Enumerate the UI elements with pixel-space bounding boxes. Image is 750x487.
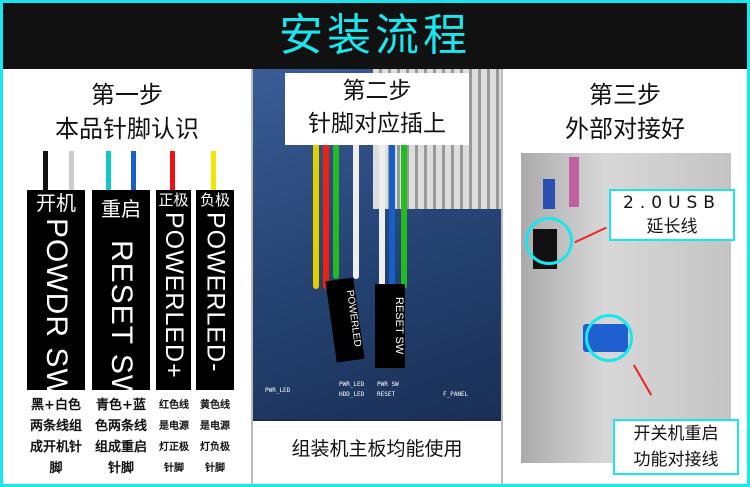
step1-subtitle: 本品针脚认识 (55, 115, 199, 143)
wire-blue (131, 151, 136, 191)
silkscreen-label: PWR SW (377, 381, 399, 388)
label-en: RESET SW (105, 240, 138, 390)
board-wire (379, 139, 385, 289)
wire-red (170, 151, 175, 191)
step2-caption: 组装机主板均能使用 (253, 421, 501, 484)
vga-port (543, 179, 555, 209)
desc-powerled-minus: 黄色线 是电源 灯负极 针脚 (195, 395, 235, 479)
switch-label-box: 开关机重启 功能对接线 (613, 419, 739, 475)
desc-line: 是电源 (159, 421, 189, 432)
label-cn: 重启 (101, 197, 141, 221)
wire-yellow (211, 151, 216, 191)
desc-line: 灯正极 (159, 442, 189, 453)
usb-highlight-ring (525, 217, 573, 265)
switch-label-line1: 开关机重启 (633, 424, 719, 444)
board-wire (313, 129, 319, 289)
silkscreen-label: HDD_LED (339, 391, 365, 398)
desc-line: 针脚 (164, 463, 184, 474)
wire-white (69, 151, 74, 191)
label-en: POWERLED- (201, 212, 230, 373)
label-reset-sw: 重启 RESET SW (92, 190, 150, 390)
step3-subtitle: 外部对接好 (565, 115, 685, 143)
board-wire (333, 129, 339, 279)
header-bar: 安装流程 (3, 3, 747, 69)
desc-line: 色两条线 (94, 419, 147, 434)
page-title: 安装流程 (279, 10, 471, 61)
desc-line: 脚 (49, 461, 63, 476)
desc-reset-sw: 青色+蓝 色两条线 组成重启 针脚 (90, 395, 152, 479)
switch-highlight-ring (585, 314, 633, 362)
connector-reset-sw: RESET SW (375, 284, 405, 368)
usb-label-box: 2.0USB 延长线 (609, 189, 735, 241)
desc-line: 黑+白色 (31, 398, 81, 413)
desc-line: 红色线 (159, 400, 189, 411)
step2-panel: 第二步 针脚对应插上 POWERLED RESET SW PWR_LED PWR… (253, 69, 501, 484)
desc-line: 针脚 (205, 463, 225, 474)
board-wire (323, 129, 329, 289)
desc-line: 是电源 (200, 421, 230, 432)
divider (251, 69, 253, 484)
switch-label-line2: 功能对接线 (633, 450, 719, 470)
board-wire (389, 139, 395, 289)
desc-line: 灯负极 (200, 442, 230, 453)
silkscreen-label: PWR_LED (265, 387, 291, 394)
step1-panel: 第一步 本品针脚认识 开机 POWDR SW 重启 RESET SW 正极 PO… (3, 69, 251, 484)
silkscreen-label: PWR_LED (339, 381, 365, 388)
label-powerled-plus: 正极 POWERLED+ (156, 190, 191, 390)
divider (501, 69, 503, 484)
step3-title: 第三步 (589, 81, 661, 109)
desc-line: 针脚 (107, 461, 134, 476)
silkscreen-label: RESET (377, 391, 396, 398)
label-power-sw: 开机 POWDR SW (27, 190, 85, 390)
desc-powerled-plus: 红色线 是电源 灯正极 针脚 (155, 395, 193, 479)
board-wire (353, 129, 359, 279)
desc-line: 组成重启 (94, 440, 147, 455)
step2-label-box: 第二步 针脚对应插上 (285, 73, 469, 145)
board-wire (401, 139, 407, 289)
parallel-port (569, 157, 579, 207)
usb-label-line1: 2.0USB (623, 193, 721, 213)
label-en: POWERLED+ (160, 212, 188, 379)
step3-panel: 第三步 外部对接好 2.0USB 延长线 开关机重启 功能对接线 (503, 69, 747, 484)
desc-line: 青色+蓝 (96, 398, 146, 413)
desc-line: 两条线组 (29, 419, 82, 434)
label-cn: 负极 (199, 191, 230, 209)
wire-black (43, 151, 48, 191)
wire-cyan (106, 151, 111, 191)
usb-label-line2: 延长线 (646, 217, 698, 237)
label-cn: 开机 (36, 191, 76, 215)
label-cn: 正极 (158, 191, 189, 209)
silkscreen-label: F_PANEL (443, 391, 469, 398)
desc-line: 成开机针 (29, 440, 82, 455)
step2-title: 第二步 (342, 78, 412, 104)
desc-line: 黄色线 (200, 400, 230, 411)
desc-power-sw: 黑+白色 两条线组 成开机针 脚 (25, 395, 87, 479)
step1-title: 第一步 (91, 81, 163, 109)
step2-subtitle: 针脚对应插上 (308, 111, 446, 137)
label-powerled-minus: 负极 POWERLED- (196, 190, 234, 390)
label-en: POWDR SW (40, 218, 73, 390)
